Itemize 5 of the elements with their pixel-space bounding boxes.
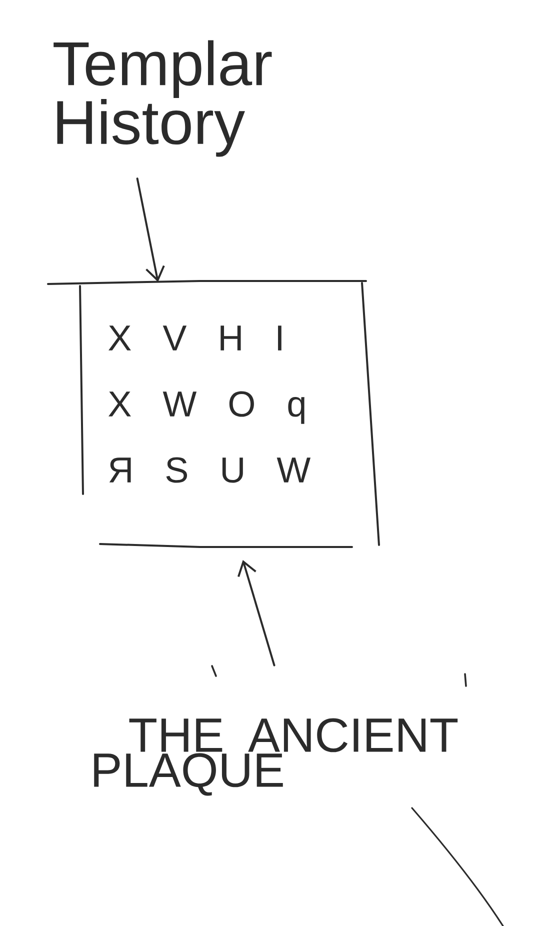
caption-text: THE ANCIENT PLAQUE (94, 718, 458, 796)
heading-text: Templar History (54, 40, 272, 157)
arrow (238, 560, 276, 666)
arrow (136, 178, 165, 282)
plaque: X V H I X W O q Я S U W (47, 280, 380, 548)
